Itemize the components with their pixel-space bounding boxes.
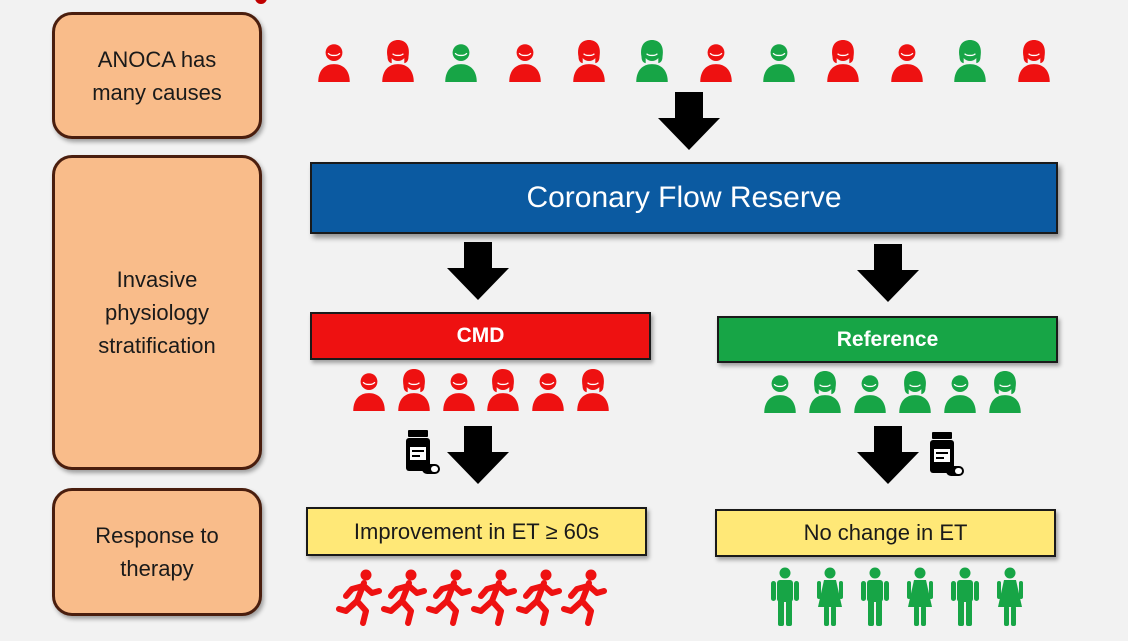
pill-bottle-icon [406,430,440,474]
person-icon [636,40,668,82]
down-arrow-icon [857,244,919,302]
person-icon [532,373,564,411]
person-icon [487,369,520,411]
reference-group-box: Reference [717,316,1058,363]
pill-bottle-icon [930,432,964,476]
person-icon [764,375,796,413]
standing-person-icon [997,567,1023,626]
standing-person-icon [817,567,843,626]
cmd-result-box: Improvement in ET ≥ 60s [306,507,647,556]
stage-response-box: Response to therapy [52,488,262,616]
standing-person-icon [771,567,799,626]
running-person-icon [561,569,607,626]
person-icon [572,40,605,82]
person-icon [890,44,923,82]
person-icon [700,44,732,82]
top-accent-decoration [255,0,267,4]
person-icon [318,44,350,82]
down-arrow-icon [447,426,509,484]
person-icon [381,40,414,82]
standing-person-icon [861,567,889,626]
running-person-icon [336,569,382,626]
stage-causes-box: ANOCA has many causes [52,12,262,139]
person-icon [944,375,976,413]
person-icon [954,40,987,82]
person-icon [577,369,609,411]
coronary-flow-reserve-box: Coronary Flow Reserve [310,162,1058,234]
stage-stratification-box: Invasive physiology stratification [52,155,262,470]
standing-person-icon [907,567,933,626]
person-icon [442,373,475,411]
person-icon [353,373,385,411]
down-arrow-icon [857,426,919,484]
person-icon [1018,40,1050,82]
down-arrow-icon [447,242,509,300]
person-icon [899,371,931,413]
person-icon [445,44,478,82]
running-person-icon [471,569,517,626]
running-person-icon [426,569,472,626]
person-icon [509,44,541,82]
person-icon [854,375,886,413]
running-person-icon [381,569,427,626]
cmd-group-box: CMD [310,312,651,360]
person-icon [827,40,859,82]
person-icon [763,44,796,82]
reference-result-box: No change in ET [715,509,1056,557]
standing-person-icon [951,567,979,626]
person-icon [398,369,430,411]
person-icon [989,371,1021,413]
running-person-icon [516,569,562,626]
person-icon [809,371,841,413]
down-arrow-icon [658,92,720,150]
